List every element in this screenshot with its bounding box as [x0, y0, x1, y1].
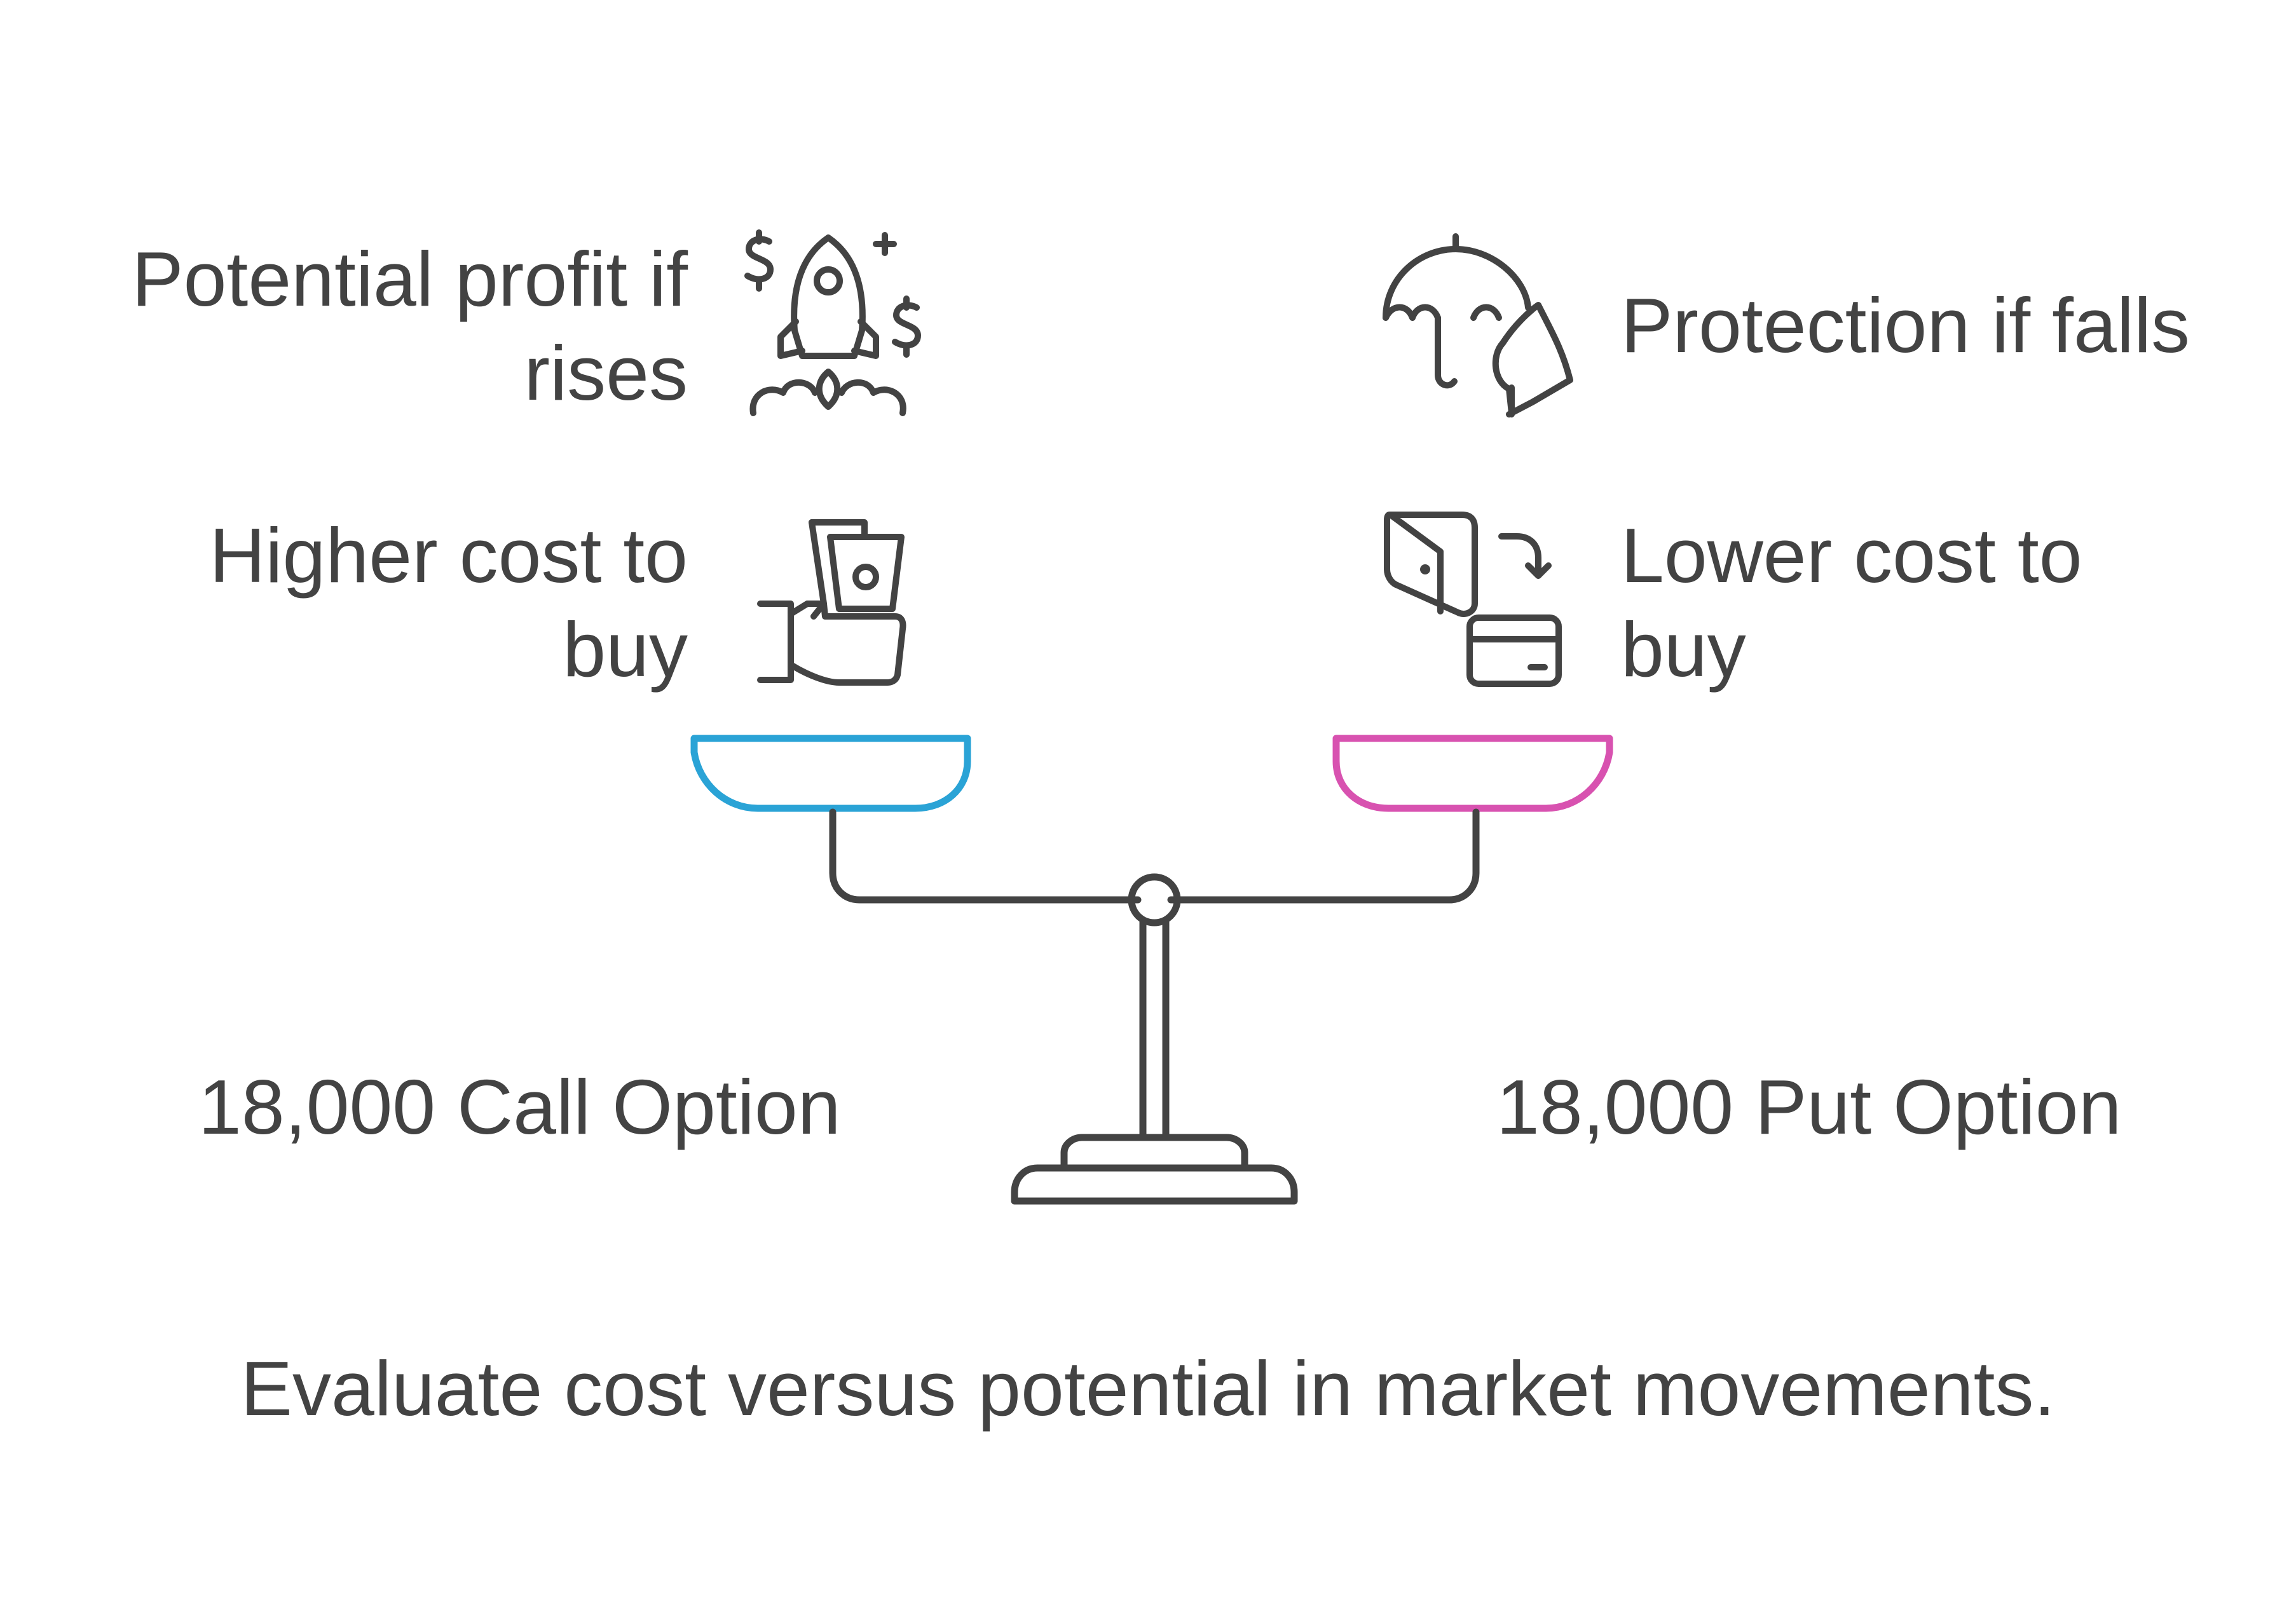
call-option-label: 18,000 Call Option	[198, 1064, 841, 1150]
call-benefit-line-2: rises	[524, 330, 688, 416]
scale-post	[1139, 918, 1170, 1141]
call-benefit-text: Potential profit if rises	[132, 232, 688, 420]
scale-base-bottom	[1011, 1164, 1298, 1205]
wallet-to-card-icon	[1384, 512, 1562, 687]
put-cost-text: Lower cost to buy	[1621, 508, 2082, 696]
scale-beam	[829, 808, 1142, 904]
call-pan	[690, 735, 971, 812]
scale-base-top	[1060, 1134, 1248, 1172]
put-benefit-line-1: Protection if falls	[1621, 282, 2190, 369]
put-cost-line-2: buy	[1621, 606, 1746, 693]
scale-beam-right	[1167, 808, 1480, 904]
scale-pivot	[1128, 873, 1181, 927]
put-pan	[1332, 735, 1613, 812]
hand-holding-money-icon	[757, 519, 906, 686]
caption: Evaluate cost versus potential in market…	[240, 1345, 2056, 1432]
call-cost-text: Higher cost to buy	[209, 508, 688, 696]
put-cost-line-1: Lower cost to	[1621, 512, 2082, 599]
call-cost-line-2: buy	[563, 606, 688, 693]
umbrella-shield-icon	[1383, 233, 1573, 418]
put-option-label: 18,000 Put Option	[1496, 1064, 2122, 1150]
call-benefit-line-1: Potential profit if	[132, 236, 688, 322]
rocket-with-dollars-icon	[744, 229, 921, 416]
call-cost-line-1: Higher cost to	[209, 512, 688, 599]
put-benefit-text: Protection if falls	[1621, 278, 2190, 372]
